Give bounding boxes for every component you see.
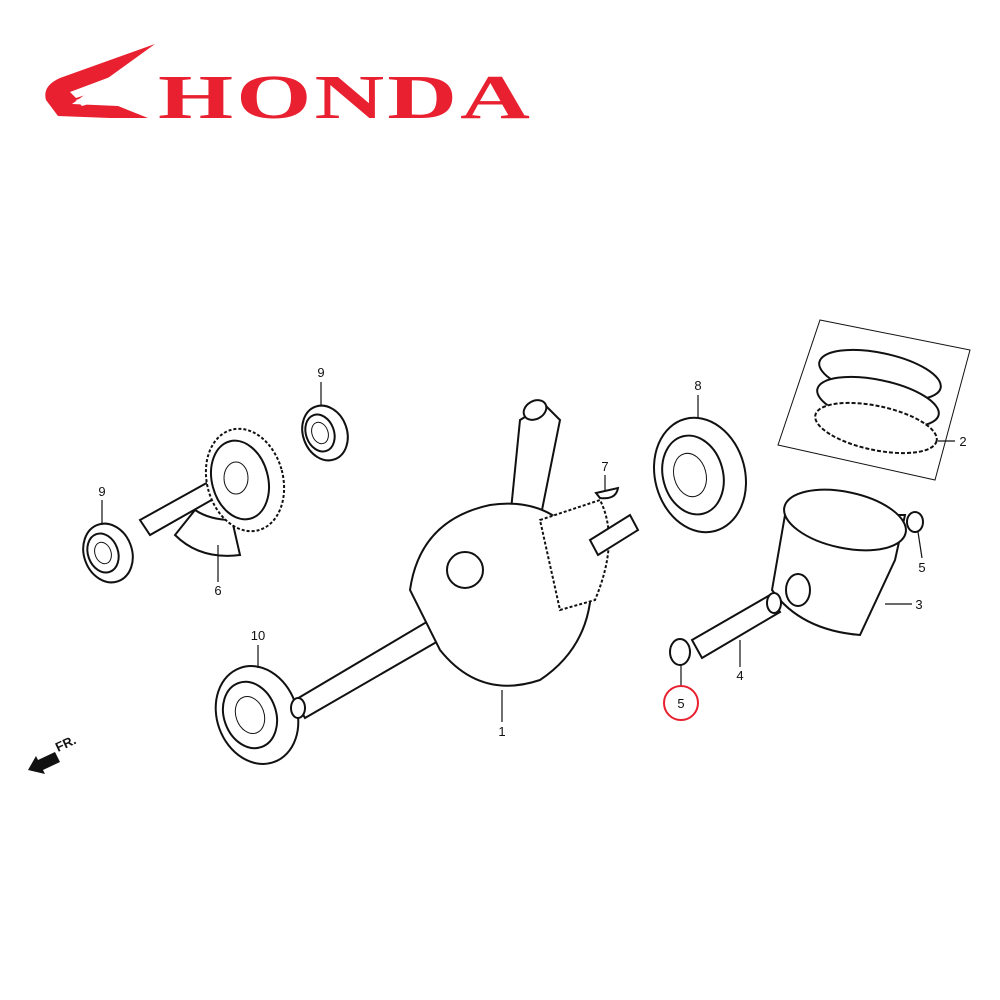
crankshaft[interactable] [290, 396, 640, 720]
bearing-10[interactable] [202, 654, 311, 775]
callout-5-right: 5 [918, 560, 925, 575]
balancer-shaft[interactable] [138, 420, 295, 557]
callout-5-left[interactable]: 5 [677, 696, 684, 711]
piston-rings[interactable] [777, 319, 971, 481]
callout-2: 2 [959, 434, 966, 449]
callout-8: 8 [694, 378, 701, 393]
bearing-8[interactable] [642, 407, 759, 542]
clip-right[interactable] [906, 511, 924, 533]
piston-pin[interactable] [690, 592, 782, 660]
arrow-down-left-icon [28, 752, 60, 774]
callout-1: 1 [498, 724, 505, 739]
bearing-9-top[interactable] [295, 399, 355, 467]
bearing-9-left[interactable] [75, 517, 141, 590]
highlight-circle [663, 685, 699, 721]
leader-lines [101, 382, 955, 722]
callout-3: 3 [915, 597, 922, 612]
callout-7: 7 [601, 459, 608, 474]
callout-10: 10 [251, 628, 265, 643]
callout-9-left: 9 [98, 484, 105, 499]
honda-wordmark: HONDA [158, 64, 533, 132]
wing-icon [45, 44, 155, 118]
callout-9-top: 9 [317, 365, 324, 380]
honda-logo: HONDA [45, 44, 533, 132]
callout-6: 6 [214, 583, 221, 598]
callout-4: 4 [736, 668, 743, 683]
front-label: FR. [53, 732, 78, 754]
piston[interactable] [770, 480, 911, 637]
front-direction-indicator: FR. [28, 732, 78, 774]
clip-left[interactable] [669, 638, 691, 666]
woodruff-key[interactable] [594, 486, 620, 500]
